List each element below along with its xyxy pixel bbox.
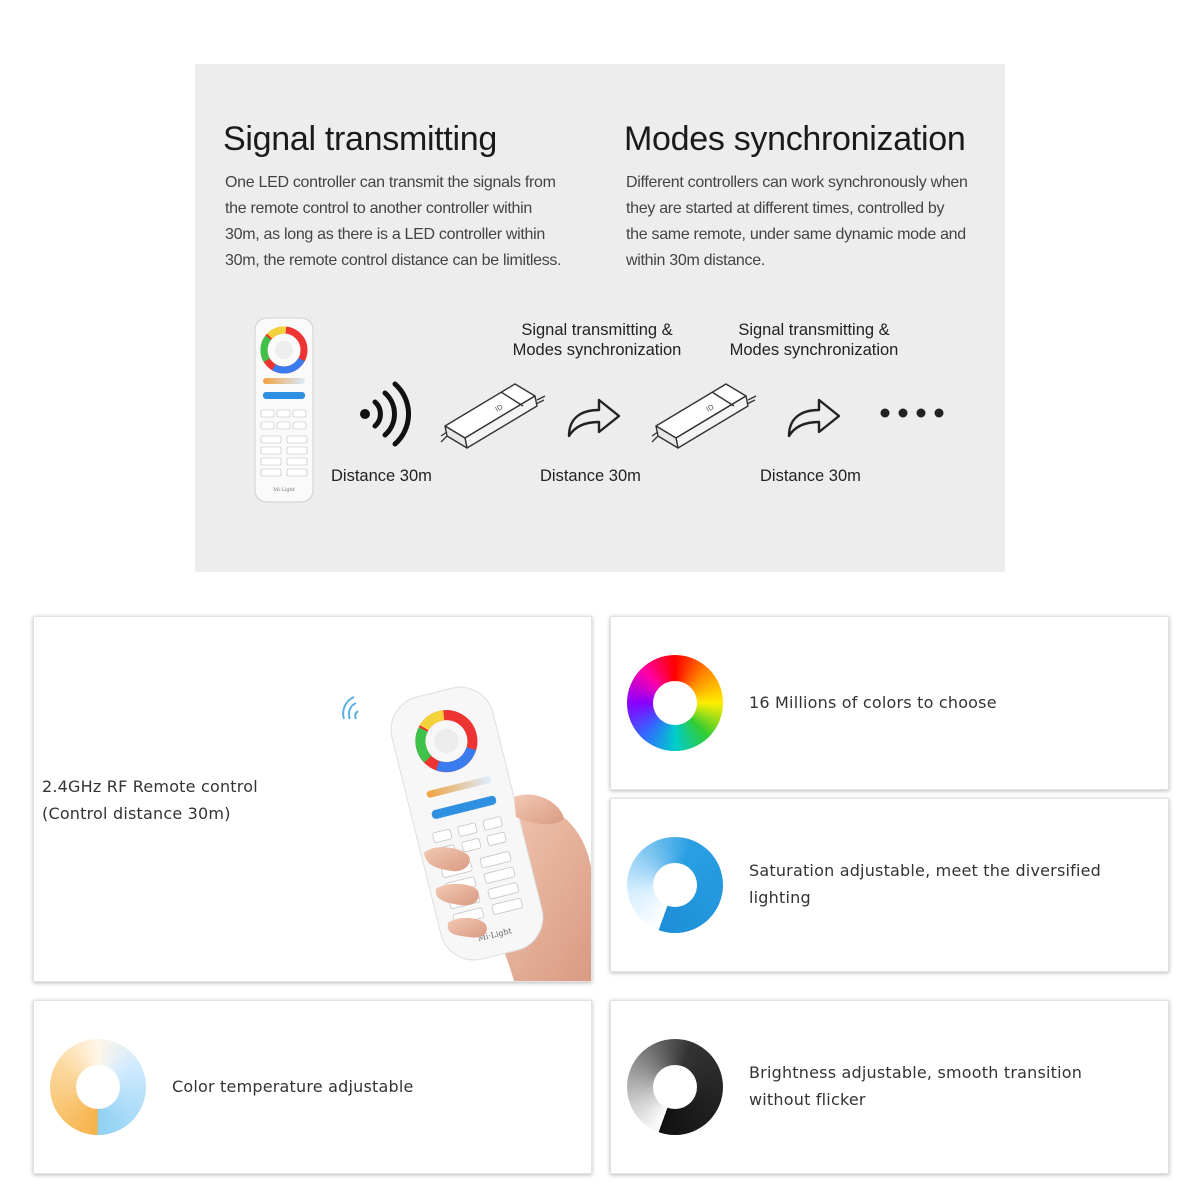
led-controller-icon-2: ID — [651, 383, 757, 449]
remote-control-description: 2.4GHz RF Remote control (Control distan… — [42, 777, 258, 823]
forward-arrow-icon-2 — [787, 398, 841, 438]
wireless-signal-icon — [360, 381, 411, 447]
svg-text:ID: ID — [494, 403, 504, 414]
distance-label-3: Distance 30m — [760, 467, 861, 485]
remote-in-hand-illustration: Mi·Light — [390, 686, 591, 981]
stage-label-1: Signal transmitting & Modes synchronizat… — [512, 321, 682, 359]
modes-synchronization-description: Different controllers can work synchrono… — [626, 174, 968, 269]
color-temperature-wheel-icon — [50, 1039, 146, 1135]
rgb-color-wheel-icon — [627, 655, 723, 751]
info-banner: Signal transmitting One LED controller c… — [195, 64, 1005, 572]
saturation-wheel-icon — [627, 837, 723, 933]
saturation-feature-card: Saturation adjustable, meet the diversif… — [610, 798, 1169, 972]
remote-control-card: 2.4GHz RF Remote control (Control distan… — [33, 616, 592, 982]
distance-label-1: Distance 30m — [331, 467, 432, 485]
temperature-feature-text: Color temperature adjustable — [172, 1077, 414, 1096]
saturation-feature-text: Saturation adjustable, meet the diversif… — [749, 861, 1101, 907]
signal-transmitting-title: Signal transmitting — [223, 120, 497, 158]
colors-feature-card: 16 Millions of colors to choose — [610, 616, 1169, 790]
brightness-wheel-icon — [627, 1039, 723, 1135]
forward-arrow-icon-1 — [567, 398, 621, 438]
more-dots-icon — [880, 408, 944, 418]
remote-brand-label: Mi·Light — [273, 487, 295, 493]
distance-label-2: Distance 30m — [540, 467, 641, 485]
brightness-feature-card: Brightness adjustable, smooth transition… — [610, 1000, 1169, 1174]
signal-transmitting-description: One LED controller can transmit the sign… — [225, 174, 562, 269]
signal-waves-icon — [342, 696, 359, 720]
temperature-feature-card: Color temperature adjustable — [33, 1000, 592, 1174]
modes-synchronization-title: Modes synchronization — [624, 120, 966, 158]
brightness-feature-text: Brightness adjustable, smooth transition… — [749, 1063, 1083, 1109]
led-controller-icon-1: ID — [440, 383, 546, 449]
remote-control-icon: Mi·Light — [254, 317, 314, 503]
svg-text:ID: ID — [705, 403, 715, 414]
colors-feature-text: 16 Millions of colors to choose — [749, 693, 997, 712]
stage-label-2: Signal transmitting & Modes synchronizat… — [729, 321, 899, 359]
